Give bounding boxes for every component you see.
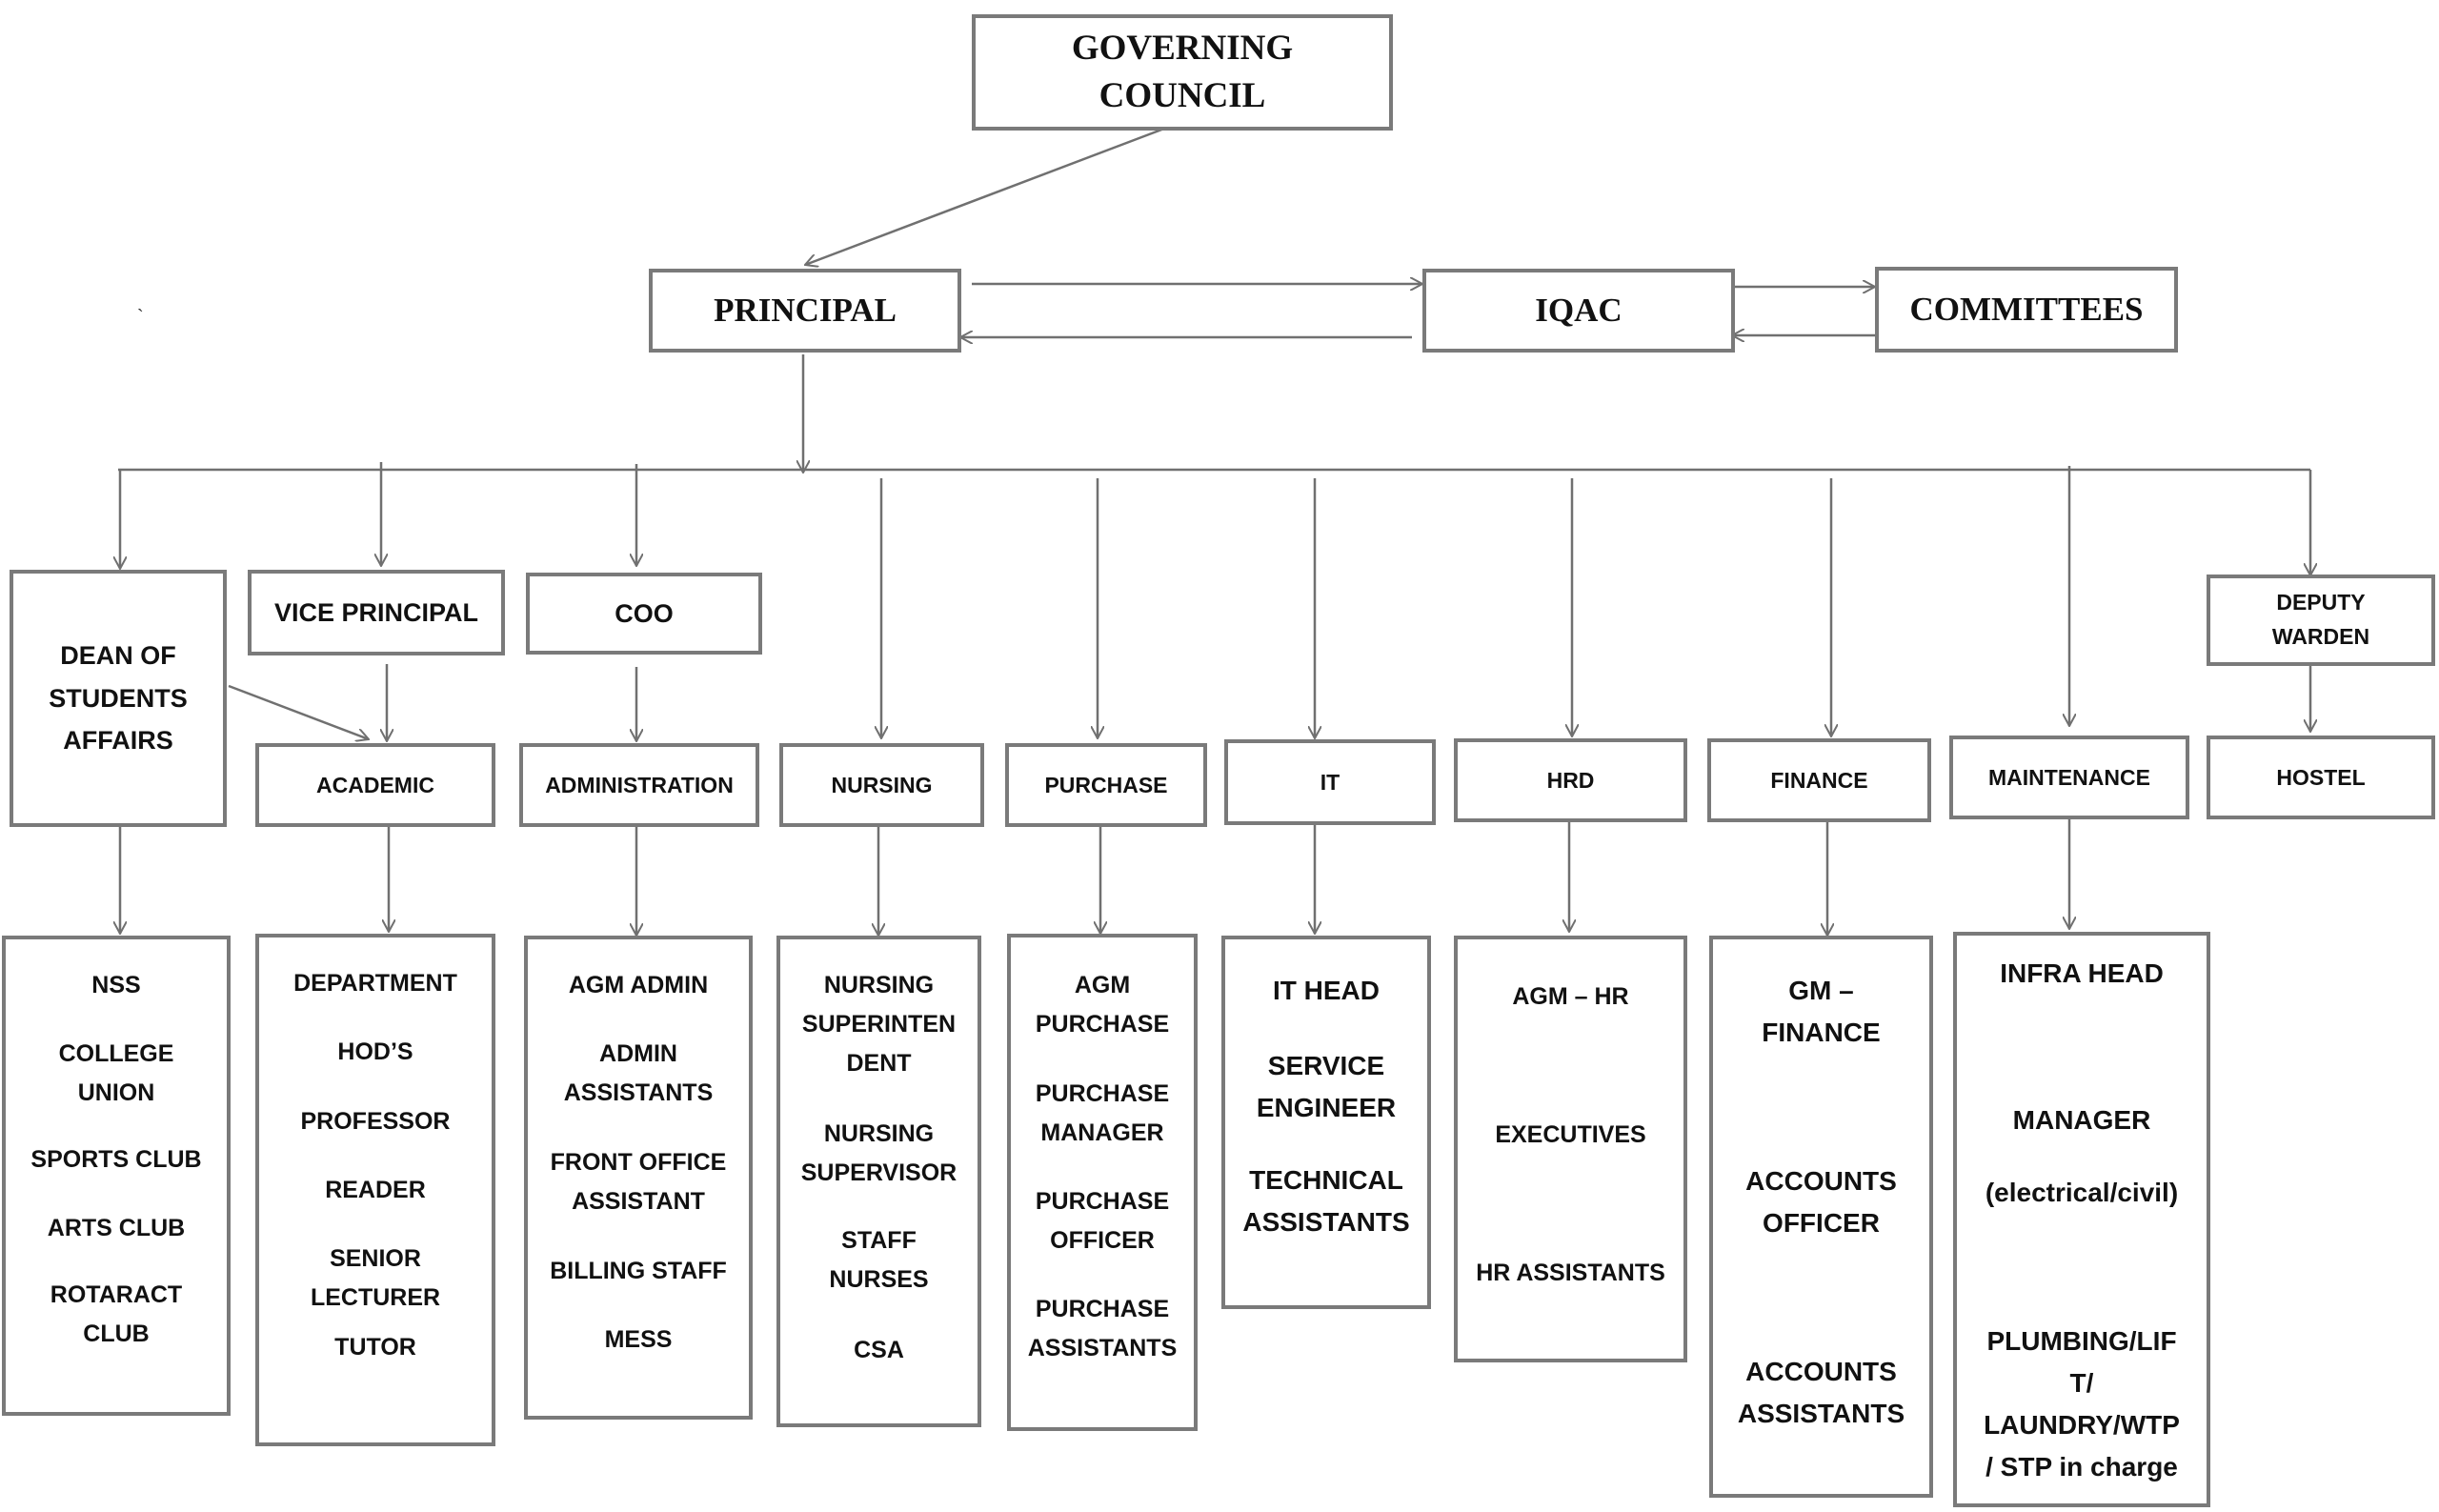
list-item: ADMIN ASSISTANTS: [563, 1040, 714, 1106]
hrd-box: HRD: [1454, 738, 1687, 822]
list-item: EXECUTIVES: [1495, 1121, 1646, 1148]
list-item: AGM PURCHASE: [1035, 972, 1170, 1038]
hrd-label: HRD: [1546, 767, 1595, 793]
list-item: NURSING SUPERVISOR: [800, 1120, 957, 1186]
finance-list-box: GM – FINANCE ACCOUNTS OFFICER ACCOUNTS A…: [1709, 936, 1933, 1498]
vice-principal-label: VICE PRINCIPAL: [273, 597, 479, 627]
list-item: FRONT OFFICE ASSISTANT: [550, 1149, 727, 1215]
list-item: MESS: [604, 1326, 673, 1353]
it-list-box: IT HEAD SERVICE ENGINEER TECHNICAL ASSIS…: [1221, 936, 1431, 1309]
maintenance-box: MAINTENANCE: [1949, 736, 2189, 819]
list-item: HOD’S: [337, 1038, 413, 1065]
list-item: TUTOR: [334, 1334, 416, 1361]
nursing-box: NURSING: [779, 743, 984, 827]
list-item: READER: [325, 1177, 426, 1203]
iqac-label: IQAC: [1535, 292, 1623, 329]
list-item: GM – FINANCE: [1762, 976, 1881, 1047]
hostel-box: HOSTEL: [2207, 736, 2435, 819]
principal-box: PRINCIPAL: [649, 269, 961, 353]
academic-list-box: DEPARTMENT HOD’S PROFESSOR READER SENIOR…: [255, 934, 495, 1446]
list-item: SERVICE ENGINEER: [1256, 1051, 1397, 1122]
list-item: HR ASSISTANTS: [1476, 1260, 1665, 1286]
list-item: ROTARACT CLUB: [50, 1281, 183, 1347]
list-item: PURCHASE OFFICER: [1035, 1188, 1170, 1254]
list-item: PROFESSOR: [300, 1108, 451, 1135]
administration-list-box: AGM ADMIN ADMIN ASSISTANTS FRONT OFFICE …: [524, 936, 753, 1420]
list-item: NURSING SUPERINTEN DENT: [801, 972, 957, 1077]
list-item: INFRA HEAD: [2000, 958, 2164, 988]
dean-of-students-affairs-box: DEAN OF STUDENTS AFFAIRS: [10, 570, 227, 827]
committees-label: COMMITTEES: [1909, 291, 2144, 328]
nursing-list-box: NURSING SUPERINTEN DENT NURSING SUPERVIS…: [776, 936, 981, 1427]
dean-label: DEAN OF STUDENTS AFFAIRS: [49, 641, 188, 756]
it-label: IT: [1320, 769, 1340, 795]
vice-principal-box: VICE PRINCIPAL: [248, 570, 505, 655]
hrd-list-box: AGM – HR EXECUTIVES HR ASSISTANTS: [1454, 936, 1687, 1362]
list-item: TECHNICAL ASSISTANTS: [1242, 1165, 1410, 1237]
purchase-list-box: AGM PURCHASE PURCHASE MANAGER PURCHASE O…: [1007, 934, 1198, 1431]
hostel-label: HOSTEL: [2276, 764, 2366, 790]
list-item: NSS: [91, 972, 141, 998]
governing-council-label: GOVERNING COUNCIL: [1071, 29, 1294, 115]
maintenance-label: MAINTENANCE: [1988, 764, 2150, 790]
it-box: IT: [1224, 739, 1436, 825]
coo-box: COO: [526, 573, 762, 655]
finance-label: FINANCE: [1770, 767, 1868, 793]
list-item: ACCOUNTS OFFICER: [1745, 1166, 1897, 1238]
list-item: IT HEAD: [1273, 976, 1380, 1005]
purchase-box: PURCHASE: [1005, 743, 1207, 827]
deputy-warden-label: DEPUTY WARDEN: [2271, 590, 2370, 649]
list-item: DEPARTMENT: [293, 970, 457, 997]
list-item: ARTS CLUB: [47, 1215, 186, 1241]
list-item: SPORTS CLUB: [30, 1146, 202, 1173]
committees-box: COMMITTEES: [1875, 267, 2178, 353]
maintenance-list-box: INFRA HEAD MANAGER (electrical/civil) PL…: [1953, 932, 2210, 1507]
academic-label: ACADEMIC: [316, 772, 434, 797]
list-item: SENIOR LECTURER: [310, 1245, 441, 1311]
list-item: PURCHASE MANAGER: [1035, 1080, 1170, 1146]
coo-label: COO: [615, 598, 674, 628]
list-item: (electrical/civil): [1985, 1178, 2179, 1207]
administration-label: ADMINISTRATION: [545, 772, 734, 797]
list-item: AGM – HR: [1512, 983, 1629, 1010]
stray-mark: `: [137, 307, 144, 328]
list-item: PURCHASE ASSISTANTS: [1027, 1296, 1178, 1361]
governing-council-box: GOVERNING COUNCIL: [972, 14, 1393, 131]
nursing-label: NURSING: [831, 772, 933, 797]
list-item: ACCOUNTS ASSISTANTS: [1737, 1357, 1905, 1428]
administration-box: ADMINISTRATION: [519, 743, 759, 827]
academic-box: ACADEMIC: [255, 743, 495, 827]
principal-label: PRINCIPAL: [714, 292, 897, 329]
list-item: PLUMBING/LIF T/ LAUNDRY/WTP / STP in cha…: [1984, 1326, 2180, 1482]
list-item: BILLING STAFF: [550, 1258, 727, 1284]
dean-list-box: NSS COLLEGE UNION SPORTS CLUB ARTS CLUB …: [2, 936, 231, 1416]
list-item: MANAGER: [2012, 1105, 2151, 1135]
list-item: AGM ADMIN: [568, 972, 709, 998]
purchase-label: PURCHASE: [1044, 772, 1168, 797]
list-item: COLLEGE UNION: [58, 1040, 174, 1106]
iqac-box: IQAC: [1422, 269, 1735, 353]
list-item: CSA: [854, 1337, 904, 1363]
list-item: STAFF NURSES: [829, 1227, 929, 1293]
finance-box: FINANCE: [1707, 738, 1931, 822]
deputy-warden-box: DEPUTY WARDEN: [2207, 575, 2435, 666]
